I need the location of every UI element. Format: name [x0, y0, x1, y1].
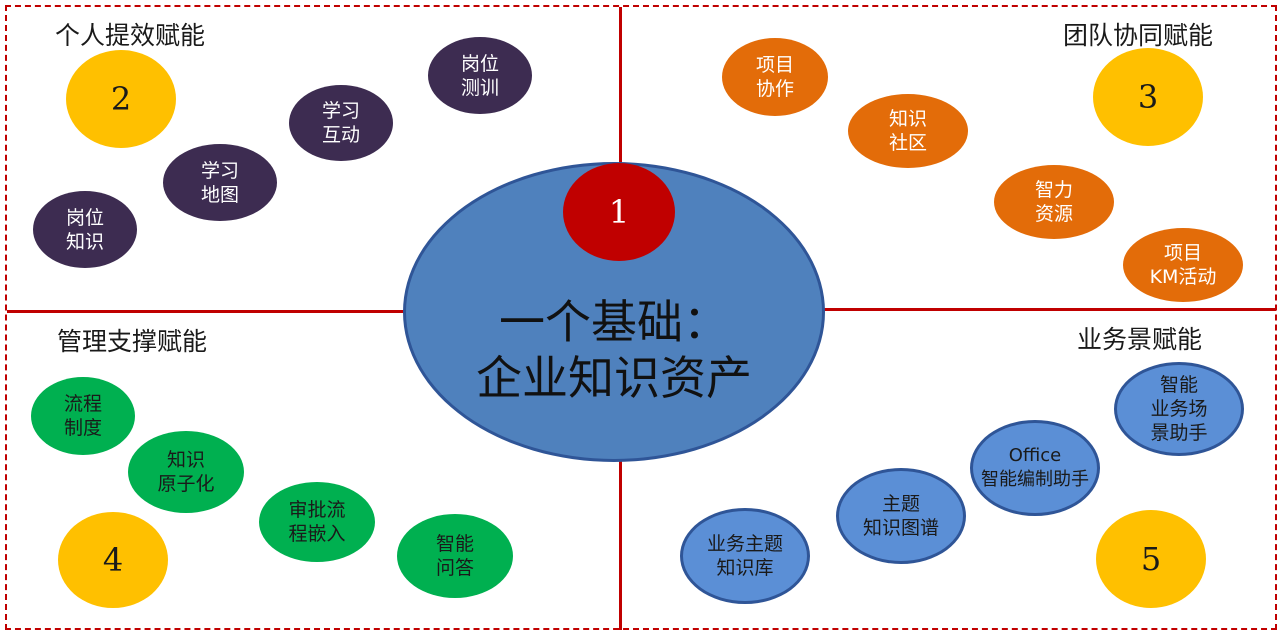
- business-item: Office 智能编制助手: [970, 420, 1100, 516]
- management-item: 智能 问答: [397, 514, 513, 598]
- personal-item: 学习 互动: [289, 85, 393, 161]
- team-item: 智力 资源: [994, 165, 1114, 239]
- management-item: 知识 原子化: [128, 431, 244, 513]
- business-item: 业务主题 知识库: [680, 508, 810, 604]
- quadrant-title-business: 业务景赋能: [1077, 325, 1203, 354]
- personal-item: 岗位 测训: [428, 37, 532, 114]
- personal-item: 学习 地图: [163, 144, 277, 221]
- number-badge-5: 5: [1096, 510, 1206, 608]
- diagram-frame: [5, 5, 1277, 630]
- divider-vertical-bottom: [619, 460, 622, 630]
- quadrant-title-team: 团队协同赋能: [1063, 21, 1214, 50]
- number-badge-4: 4: [58, 512, 168, 608]
- center-number-badge: 1: [563, 163, 675, 261]
- number-badge-2: 2: [66, 50, 176, 148]
- management-item: 流程 制度: [31, 377, 135, 455]
- quadrant-title-management: 管理支撑赋能: [57, 327, 208, 356]
- number-badge-3: 3: [1093, 48, 1203, 146]
- team-item: 项目 协作: [722, 38, 828, 116]
- management-item: 审批流 程嵌入: [259, 482, 375, 562]
- quadrant-title-personal: 个人提效赋能: [55, 21, 206, 50]
- divider-horizontal-right: [824, 308, 1276, 311]
- divider-vertical-top: [619, 7, 622, 167]
- team-item: 知识 社区: [848, 94, 968, 168]
- team-item: 项目 KM活动: [1123, 228, 1243, 302]
- center-foundation-text: 一个基础： 企业知识资产: [476, 295, 752, 405]
- business-item: 主题 知识图谱: [836, 468, 966, 564]
- personal-item: 岗位 知识: [33, 191, 137, 268]
- divider-horizontal-left: [7, 310, 405, 313]
- business-item: 智能 业务场 景助手: [1114, 362, 1244, 456]
